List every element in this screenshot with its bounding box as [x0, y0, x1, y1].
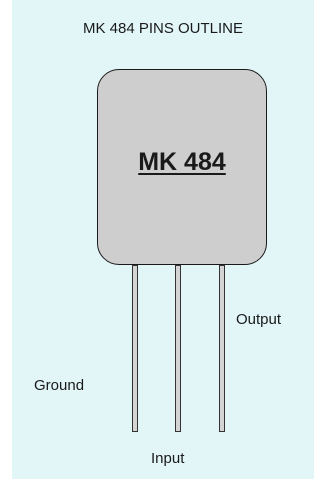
ground-pin [132, 265, 138, 432]
transistor-body [97, 69, 267, 265]
ground-label: Ground [34, 377, 85, 394]
output-label: Output [236, 311, 282, 328]
part-number-label: MK 484 [138, 148, 226, 176]
diagram-title: MK 484 PINS OUTLINE [82, 20, 244, 37]
input-label: Input [151, 450, 185, 467]
input-pin [175, 265, 181, 432]
output-pin [219, 265, 225, 432]
